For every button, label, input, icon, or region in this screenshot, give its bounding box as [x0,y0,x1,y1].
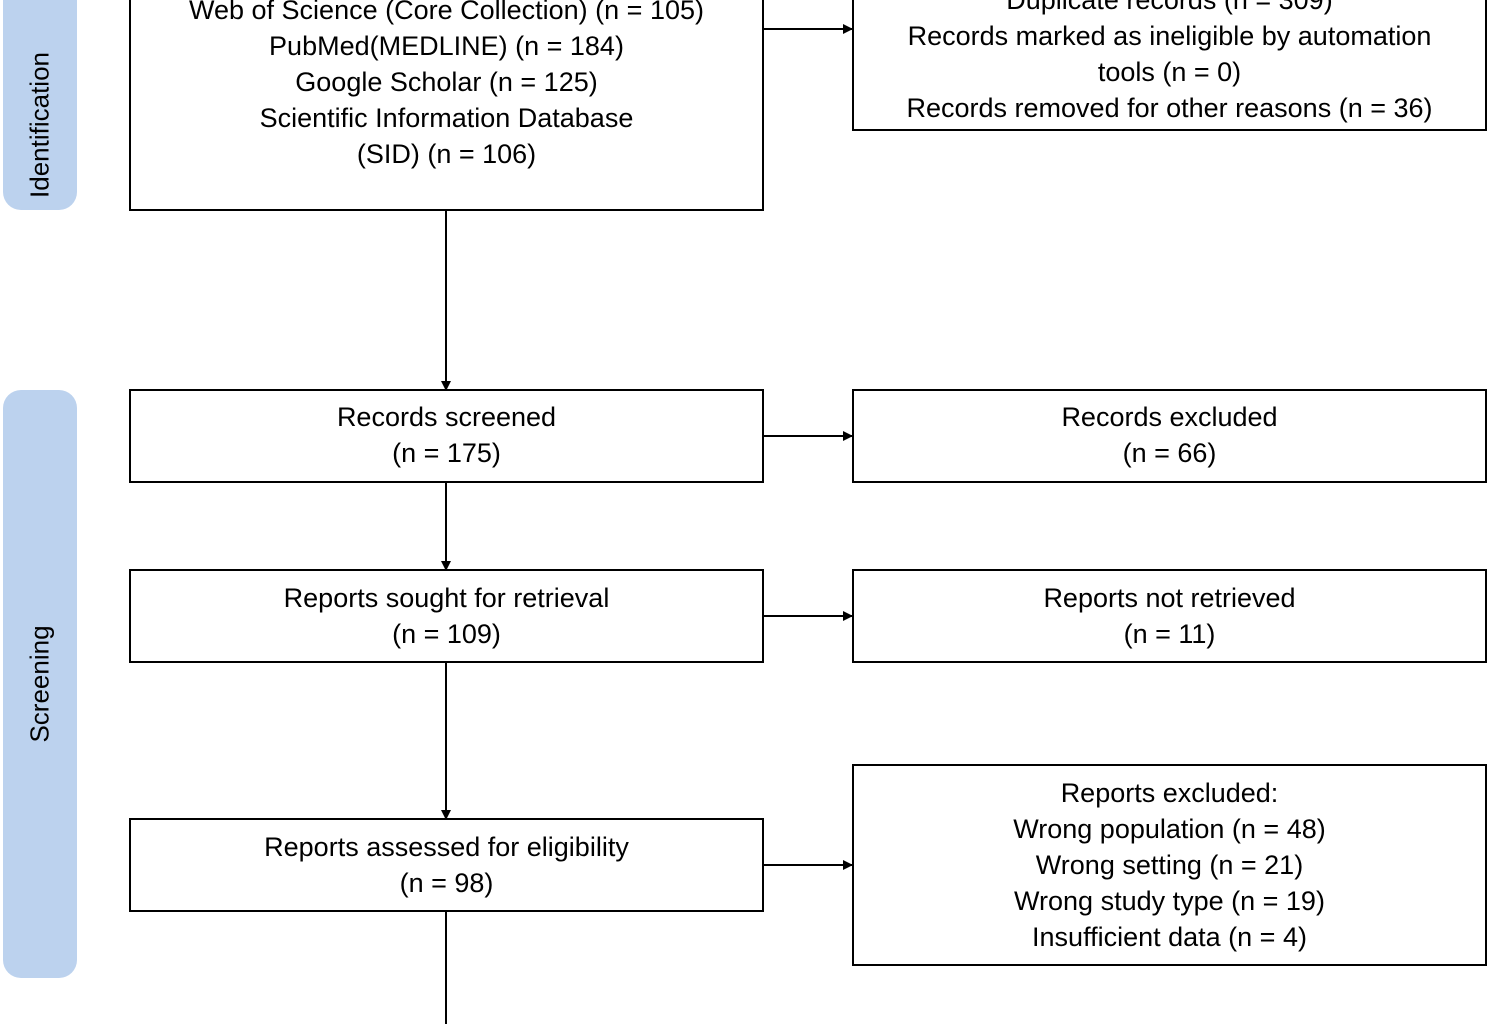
line: Wrong setting (n = 21) [1035,850,1304,880]
line: tools (n = 0) [1097,57,1242,87]
line: Wrong study type (n = 19) [1014,886,1325,916]
line: Reports assessed for eligibility [264,832,629,862]
box-reports-excluded: Reports excluded: Wrong population (n = … [852,764,1487,966]
box-sought: Reports sought for retrieval (n = 109) [129,569,764,663]
line: Reports excluded: [1060,778,1279,808]
line: Records removed for other reasons (n = 3… [906,93,1433,123]
line: Google Scholar (n = 125) [295,67,598,97]
line: Web of Science (Core Collection) (n = 10… [189,0,704,25]
phase-identification: Identification [3,0,77,210]
line: (SID) (n = 106) [356,139,537,169]
box-screened: Records screened (n = 175) [129,389,764,483]
box-identified: Web of Science (Core Collection) (n = 10… [129,0,764,211]
line: Reports not retrieved [1043,583,1296,613]
line: (n = 98) [399,868,494,898]
line: Wrong population (n = 48) [1013,814,1326,844]
line: Insufficient data (n = 4) [1032,922,1307,952]
phase-screening: Screening [3,390,77,978]
line: (n = 109) [392,619,501,649]
line: Reports sought for retrieval [283,583,610,613]
line: (n = 66) [1122,438,1217,468]
box-assessed: Reports assessed for eligibility (n = 98) [129,818,764,912]
line: Records marked as ineligible by automati… [907,21,1432,51]
line: PubMed(MEDLINE) (n = 184) [269,31,624,61]
line: Records excluded [1061,402,1278,432]
line: Duplicate records (n = 309) [1006,0,1333,15]
box-excluded: Records excluded (n = 66) [852,389,1487,483]
line: Scientific Information Database [259,103,634,133]
box-removed: Duplicate records (n = 309) Records mark… [852,0,1487,131]
box-not-retrieved: Reports not retrieved (n = 11) [852,569,1487,663]
line: Records screened [336,402,557,432]
line: (n = 175) [392,438,501,468]
line: (n = 11) [1123,619,1216,649]
